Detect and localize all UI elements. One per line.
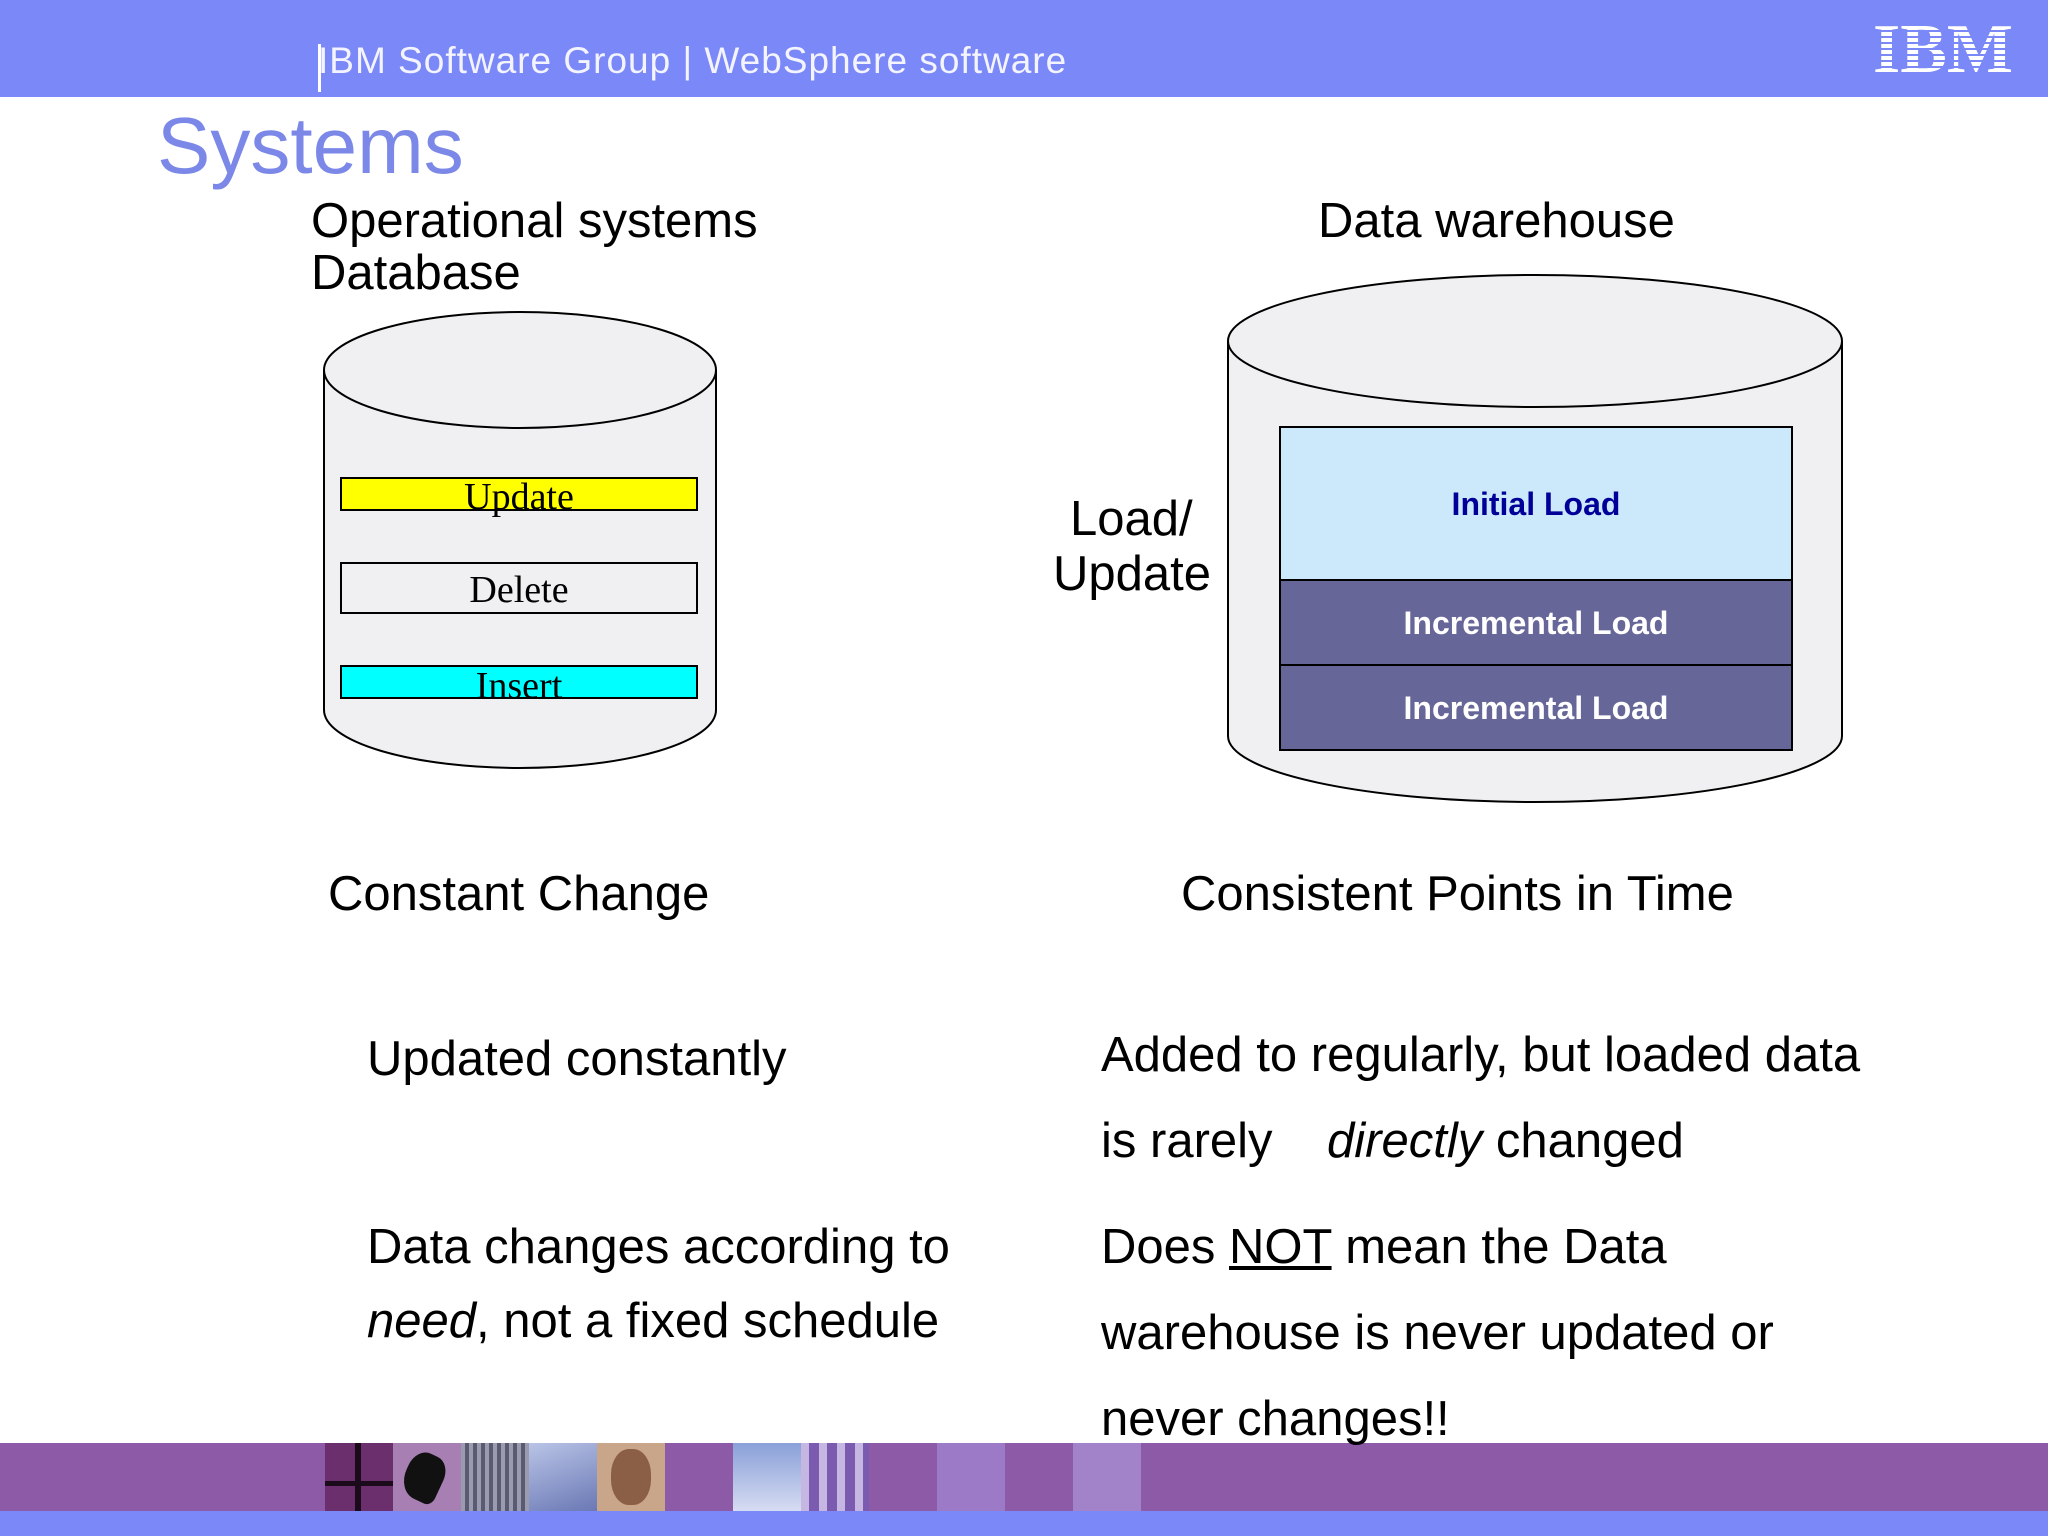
header-text: IBM Software Group | WebSphere software <box>318 40 1068 81</box>
mean-text: mean the Data <box>1345 1220 1667 1274</box>
right-bullet-2-line3: never changes!! <box>1101 1392 1450 1446</box>
incremental-load-layer-2: Incremental Load <box>1279 664 1793 751</box>
ibm-logo-text: IBM <box>1873 14 2013 80</box>
rarely-text: is rarely <box>1101 1114 1273 1168</box>
not-underlined: NOT <box>1229 1220 1332 1274</box>
footer-photo-hand <box>393 1443 461 1511</box>
right-caption: Consistent Points in Time <box>1181 867 1734 921</box>
header-divider <box>318 44 321 92</box>
left-bullet-2-line2-rest: , not a fixed schedule <box>476 1294 940 1348</box>
right-heading: Data warehouse <box>1318 194 1675 248</box>
footer-line <box>0 1511 2048 1536</box>
insert-bar: Insert <box>340 665 698 705</box>
incremental-load-layer-1: Incremental Load <box>1279 579 1793 666</box>
directly-emphasis: directly <box>1327 1114 1483 1168</box>
ibm-logo: IBM <box>1873 14 2013 80</box>
footer-photo-building <box>461 1443 529 1511</box>
left-bullet-1: Updated constantly <box>367 1032 787 1086</box>
footer-tile-1 <box>937 1443 1005 1511</box>
load-label-line1: Load/ <box>1070 492 1193 546</box>
left-heading-line2: Database <box>311 246 521 300</box>
right-bullet-2-line2: warehouse is never updated or <box>1101 1306 1774 1360</box>
slide-title: Systems <box>157 101 464 190</box>
left-bullet-2-line1: Data changes according to <box>367 1220 950 1274</box>
footer-photo-globe <box>733 1443 801 1511</box>
delete-bar: Delete <box>340 562 698 614</box>
header-bar <box>0 0 2048 97</box>
footer-tile-2 <box>1073 1443 1141 1511</box>
does-text: Does <box>1101 1220 1216 1274</box>
right-bullet-1-line2: is rarely directly changed <box>1101 1114 1684 1169</box>
update-bar: Update <box>340 477 698 516</box>
footer-band <box>0 1443 2048 1511</box>
footer-photo-sky <box>529 1443 597 1511</box>
need-emphasis: need <box>367 1294 477 1348</box>
load-label-line2: Update <box>1053 547 1212 601</box>
changed-text: changed <box>1495 1114 1684 1168</box>
left-heading-line1: Operational systems <box>311 194 758 248</box>
right-bullet-2-line1: Does NOT mean the Data <box>1101 1220 1667 1275</box>
footer-photo-person <box>597 1443 665 1511</box>
left-caption: Constant Change <box>328 867 710 921</box>
initial-load-layer: Initial Load <box>1279 426 1793 581</box>
footer-photo-columns <box>801 1443 869 1511</box>
footer-photo-cross <box>325 1443 393 1511</box>
right-bullet-1-line1: Added to regularly, but loaded data <box>1101 1028 1861 1082</box>
left-bullet-2-line2: need, not a fixed schedule <box>367 1294 940 1349</box>
